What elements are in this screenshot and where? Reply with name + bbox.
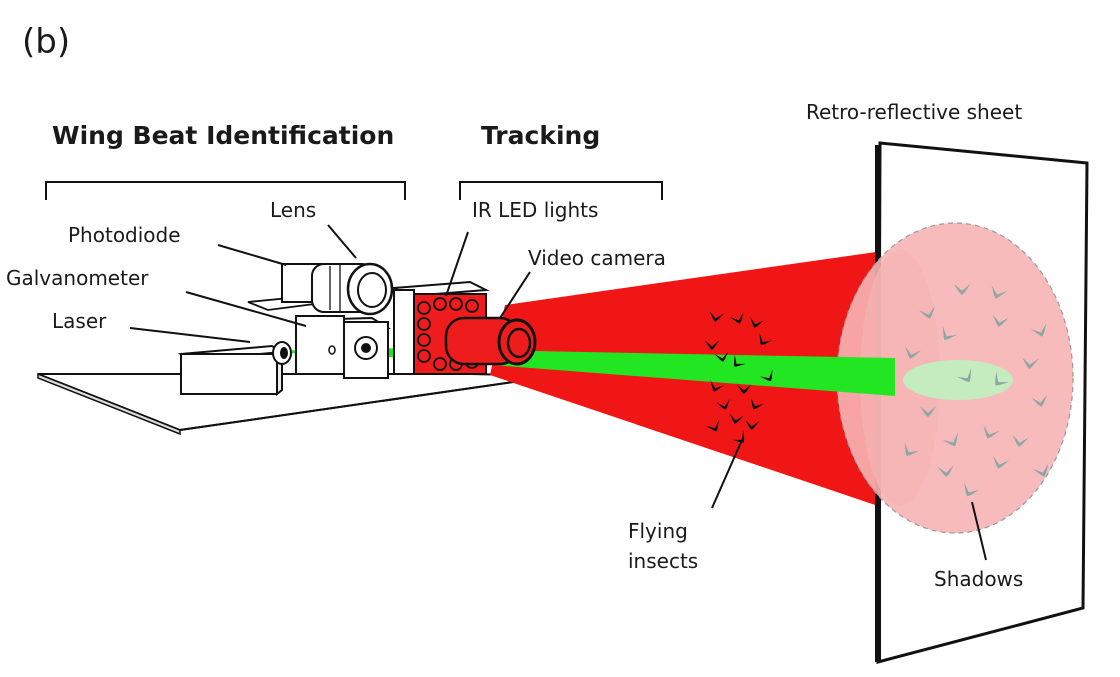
wing-beat-bracket bbox=[45, 181, 406, 200]
flying-insect bbox=[745, 419, 760, 430]
flying-insect bbox=[749, 316, 764, 328]
insect-shadow bbox=[995, 371, 1010, 386]
ir-led bbox=[417, 301, 431, 315]
insect-shadow bbox=[1012, 434, 1030, 447]
flying-insect bbox=[710, 380, 724, 392]
insect-shadow bbox=[1030, 394, 1048, 407]
insect-shadow bbox=[1032, 463, 1049, 477]
insect-shadow bbox=[937, 465, 955, 477]
shadow-zone-left-half bbox=[860, 250, 940, 506]
lens-label: Lens bbox=[270, 198, 317, 222]
insects-leader bbox=[711, 439, 743, 509]
insect-shadow bbox=[953, 283, 971, 295]
shadows-leader bbox=[971, 501, 987, 561]
insect-shadow bbox=[1021, 357, 1039, 369]
wing-beat-heading: Wing Beat Identification bbox=[52, 121, 395, 150]
flying-insect bbox=[716, 398, 731, 410]
base-plate-edge-line bbox=[179, 375, 556, 431]
tracking-heading: Tracking bbox=[481, 121, 601, 150]
insect-shadow bbox=[991, 285, 1008, 299]
video-camera-leader bbox=[499, 271, 531, 319]
ir-led bbox=[465, 299, 479, 313]
insect-shadow bbox=[942, 326, 958, 341]
shadows-label: Shadows bbox=[934, 567, 1024, 591]
insect-shadow bbox=[904, 442, 920, 457]
insect-shadow bbox=[964, 482, 980, 497]
ir-led bbox=[417, 349, 431, 363]
flying-insect bbox=[730, 312, 744, 324]
insect-shadow bbox=[992, 314, 1010, 327]
flying-insects bbox=[704, 311, 773, 443]
lens-leader bbox=[327, 224, 357, 259]
flying-insect bbox=[733, 354, 746, 367]
galvanometer-leader bbox=[185, 291, 307, 327]
flying-insect bbox=[714, 351, 729, 362]
flying-insect bbox=[729, 413, 744, 424]
galvanometer-label: Galvanometer bbox=[6, 266, 149, 290]
ir-led bbox=[433, 357, 447, 371]
ir-led bbox=[417, 333, 431, 347]
photodiode-label: Photodiode bbox=[68, 223, 181, 247]
lens-glass bbox=[357, 272, 387, 308]
insect-shadow bbox=[956, 368, 972, 383]
laser-body bbox=[180, 353, 278, 395]
galvanometer-port-inner bbox=[361, 343, 371, 353]
insect-shadows bbox=[904, 283, 1049, 497]
insect-shadow bbox=[1030, 323, 1047, 337]
flying-insect bbox=[759, 333, 773, 346]
ir-led-label: IR LED lights bbox=[472, 198, 599, 222]
camera-housing bbox=[393, 289, 415, 375]
laser-spot bbox=[903, 360, 1013, 400]
ir-led bbox=[417, 317, 431, 331]
base-plate-edge bbox=[37, 372, 181, 436]
photodiode-leader bbox=[217, 244, 287, 266]
flying-insect bbox=[705, 419, 720, 432]
flying-insect bbox=[732, 430, 745, 443]
laser-label: Laser bbox=[52, 309, 107, 333]
laser-aperture-inner bbox=[280, 347, 288, 359]
camera-lens-glass bbox=[506, 327, 532, 359]
laser-leader bbox=[129, 327, 251, 343]
flying-insects-label: Flying insects bbox=[628, 519, 699, 573]
insect-shadow bbox=[983, 425, 1000, 439]
galvanometer-mirror bbox=[328, 345, 336, 355]
base-plate bbox=[37, 373, 556, 432]
insect-shadow bbox=[942, 432, 958, 447]
insect-shadow bbox=[919, 405, 937, 417]
flying-insect bbox=[709, 311, 724, 322]
insect-shadow bbox=[992, 455, 1010, 469]
insect-shadow bbox=[918, 305, 936, 319]
ir-led-leader bbox=[445, 231, 469, 297]
insect-shadow bbox=[904, 345, 922, 359]
ir-led bbox=[449, 297, 463, 311]
ir-led bbox=[433, 297, 447, 311]
flying-insect bbox=[750, 397, 765, 410]
flying-insect bbox=[704, 340, 720, 350]
retro-sheet-label: Retro-reflective sheet bbox=[806, 100, 1023, 124]
video-camera-label: Video camera bbox=[528, 246, 666, 270]
tracking-bracket bbox=[459, 181, 663, 200]
panel-label: (b) bbox=[22, 22, 71, 62]
flying-insect bbox=[759, 369, 773, 382]
flying-insect bbox=[736, 384, 752, 394]
